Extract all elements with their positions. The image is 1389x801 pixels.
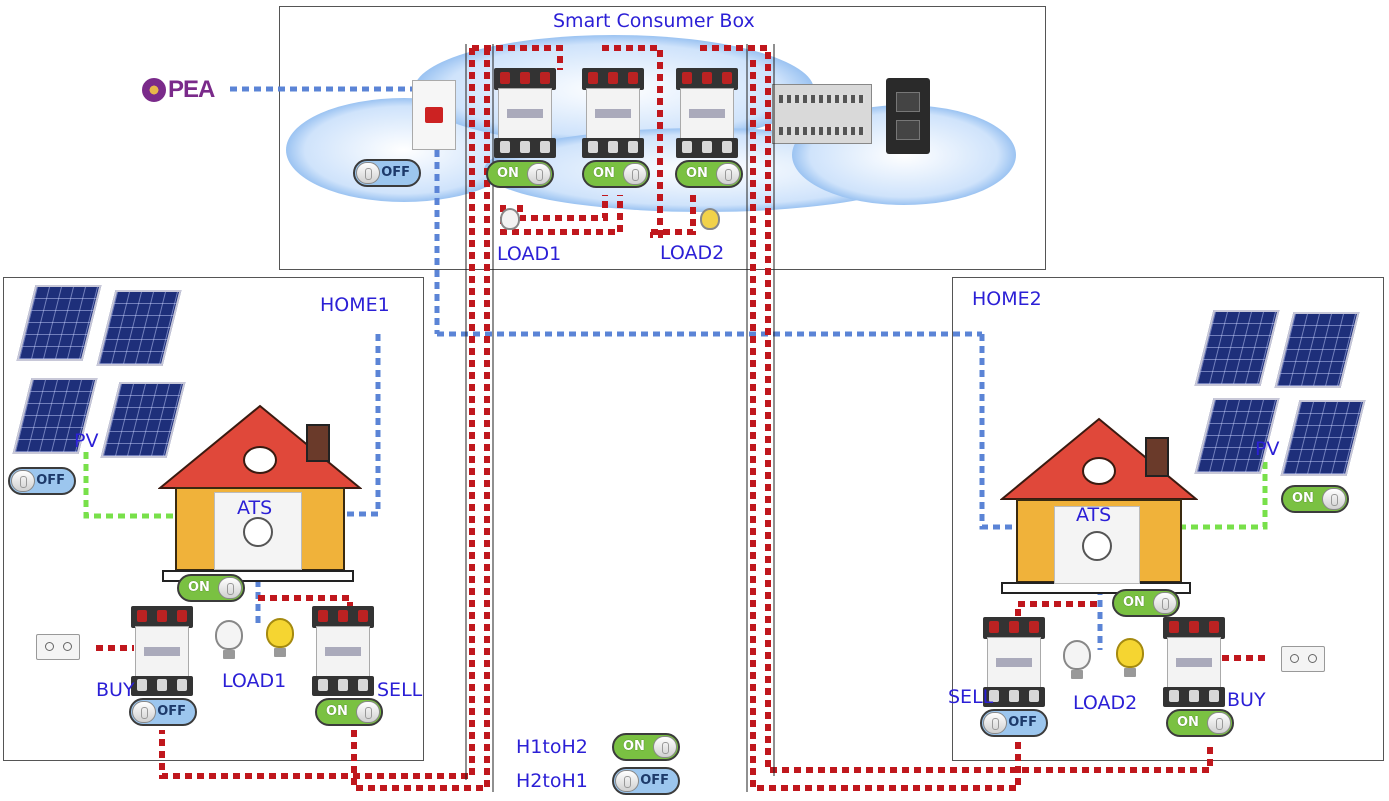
home1-socket-icon	[36, 634, 80, 660]
ats1-label: ATS	[237, 497, 273, 519]
home1-buy-contactor[interactable]	[131, 606, 193, 696]
sell1-label: SELL	[377, 679, 423, 701]
sell2-switch[interactable]: OFF	[980, 709, 1048, 737]
pv1-label: PV	[74, 430, 99, 452]
load2-bulb-icon	[700, 208, 720, 230]
ats2-switch[interactable]: ON	[1112, 589, 1180, 617]
load2-home-label: LOAD2	[1073, 692, 1138, 714]
contactor-3[interactable]	[676, 68, 738, 158]
contactor1-switch[interactable]: ON	[486, 160, 554, 188]
smart-box-title: Smart Consumer Box	[553, 10, 755, 32]
ats2-device[interactable]	[1054, 506, 1140, 584]
pea-logo: PEA	[142, 76, 228, 106]
smart-consumer-box	[279, 6, 1046, 270]
home2-box	[952, 277, 1384, 761]
pv2-switch[interactable]: ON	[1281, 485, 1349, 513]
h2toh1-label: H2toH1	[516, 770, 588, 792]
bulb-base	[223, 650, 235, 659]
load2-off-bulb-icon	[1063, 640, 1091, 670]
load1-off-bulb-icon	[215, 620, 243, 650]
load1-on-bulb-icon	[266, 618, 294, 648]
house1-chimney	[306, 424, 330, 462]
bulb-base	[1071, 670, 1083, 679]
home2-sell-contactor[interactable]	[983, 617, 1045, 707]
home2-label: HOME2	[972, 288, 1042, 310]
h1toh2-switch[interactable]: ON	[612, 733, 680, 761]
pv1-switch[interactable]: OFF	[8, 467, 76, 495]
load2-top-label: LOAD2	[660, 242, 725, 264]
load1-top-label: LOAD1	[497, 243, 562, 265]
main-breaker-switch[interactable]: OFF	[353, 159, 421, 187]
buy2-label: BUY	[1227, 689, 1266, 711]
sell1-switch[interactable]: ON	[315, 698, 383, 726]
load2-on-bulb-icon	[1116, 638, 1144, 668]
buy1-label: BUY	[96, 679, 135, 701]
buy1-switch[interactable]: OFF	[129, 698, 197, 726]
contactor-2[interactable]	[582, 68, 644, 158]
sell2-label: SELL	[948, 686, 994, 708]
ats1-switch[interactable]: ON	[177, 574, 245, 602]
plc-device	[772, 84, 872, 144]
contactor3-switch[interactable]: ON	[675, 160, 743, 188]
house2-roof	[1000, 417, 1198, 500]
contactor-1[interactable]	[494, 68, 556, 158]
home1-box	[3, 277, 424, 761]
load1-bulb-icon	[500, 208, 520, 230]
ats2-label: ATS	[1076, 504, 1112, 526]
home1-label: HOME1	[320, 294, 390, 316]
ats1-device[interactable]	[214, 492, 302, 570]
home2-buy-contactor[interactable]	[1163, 617, 1225, 707]
bulb-base	[274, 648, 286, 657]
bulb-base	[1124, 668, 1136, 677]
home2-socket-icon	[1281, 646, 1325, 672]
h1toh2-label: H1toH2	[516, 736, 588, 758]
house1-roof	[158, 404, 362, 489]
gateway-device	[886, 78, 930, 154]
pv2-label: PV	[1255, 438, 1280, 460]
buy2-switch[interactable]: ON	[1166, 709, 1234, 737]
h2toh1-switch[interactable]: OFF	[612, 767, 680, 795]
pea-logo-text: PEA	[168, 76, 215, 103]
pea-emblem-icon	[142, 78, 166, 102]
main-breaker[interactable]	[412, 80, 456, 150]
contactor2-switch[interactable]: ON	[582, 160, 650, 188]
house2-chimney	[1145, 437, 1169, 477]
home1-sell-contactor[interactable]	[312, 606, 374, 696]
load1-home-label: LOAD1	[222, 670, 287, 692]
